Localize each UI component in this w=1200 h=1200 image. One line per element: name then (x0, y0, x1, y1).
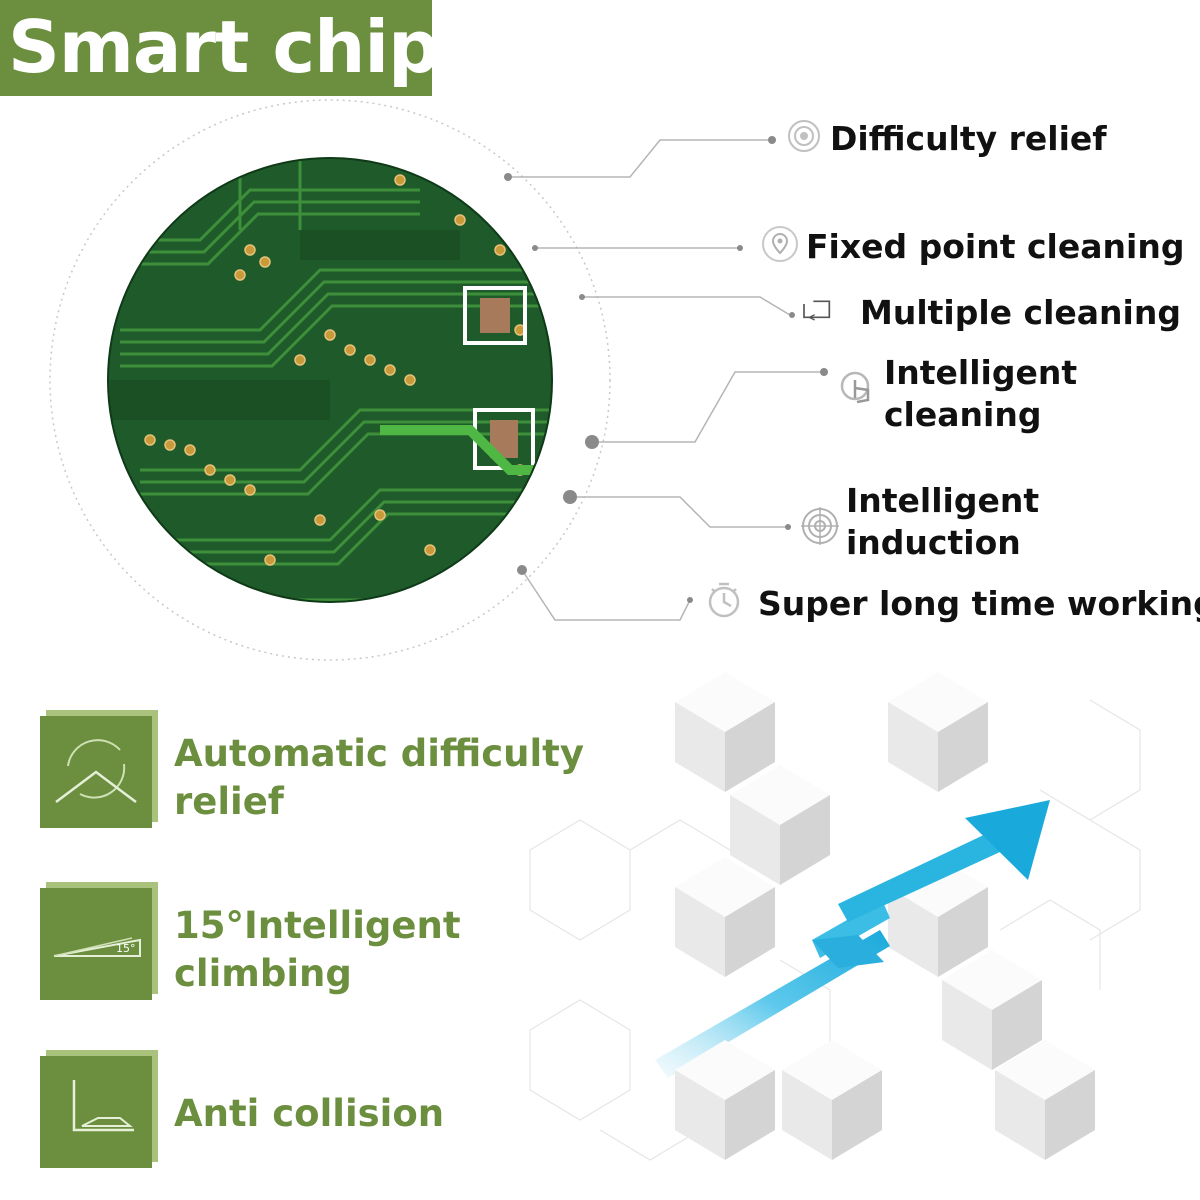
feature-difficulty-relief: Difficulty relief (784, 118, 1107, 160)
connector-lines (508, 139, 822, 621)
svg-text:15°: 15° (116, 942, 136, 955)
circuit-board-image (108, 158, 552, 602)
cube-group-front (675, 1040, 1095, 1160)
connector-dots (504, 136, 828, 603)
cube-group (675, 672, 1042, 1070)
target-icon (788, 120, 820, 152)
loop-arrow-icon (803, 300, 831, 321)
location-pin-icon (762, 226, 798, 262)
trend-arrow (655, 800, 1050, 1078)
slope-icon: 15° (40, 882, 158, 1000)
timer-icon (708, 582, 740, 618)
feature-label: Fixed point cleaning (806, 227, 1185, 266)
feature-super-long-time-working: Super long time working (704, 582, 1200, 625)
hex-lattice (529, 699, 1141, 1161)
wheel-ramp-icon (40, 710, 158, 828)
feature-label: Anti collision (174, 1092, 445, 1135)
feature-fixed-point-cleaning: Fixed point cleaning (760, 226, 1184, 268)
obstacle-wall-icon (40, 1050, 158, 1168)
radar-icon (801, 507, 839, 545)
dotted-ring (49, 99, 611, 661)
title-banner: Smart chip (0, 0, 440, 96)
touch-gear-icon (840, 371, 870, 404)
page-title: Smart chip (8, 5, 440, 89)
feature-label: Super long time working (758, 584, 1200, 623)
feature-multiple-cleaning: Multiple cleaning (800, 292, 1181, 334)
feature-label: Difficulty relief (830, 119, 1107, 158)
feature-label: Multiple cleaning (860, 293, 1181, 332)
